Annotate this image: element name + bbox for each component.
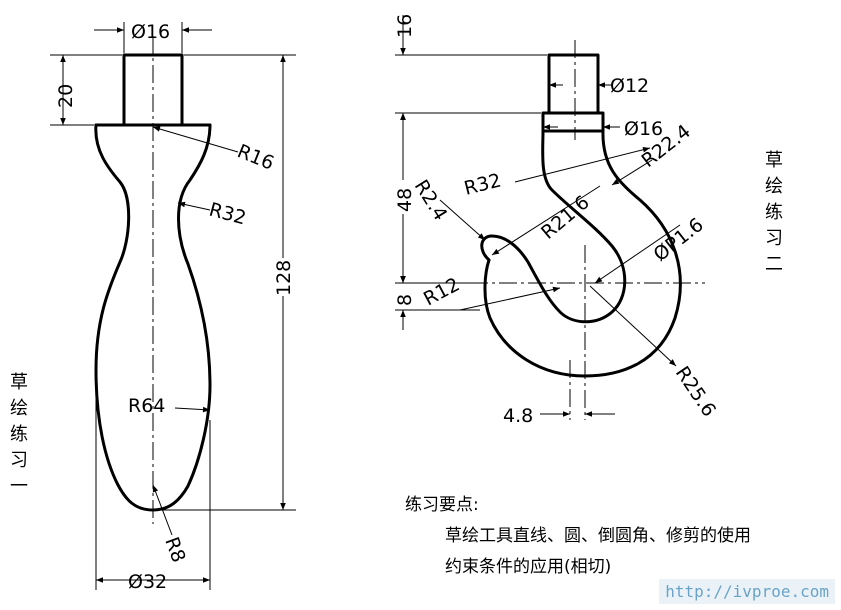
dim-h8: 8 [394,294,416,306]
caption-sketch-exercise-1: 草 绘 练 习 一 [10,372,28,497]
dim-r64: R64 [128,395,165,417]
notes-line-2: 约束条件的应用(相切) [445,557,612,577]
dim-r21-6: R21.6 [537,191,594,244]
handle-drawing: Ø16 20 128 R16 R32 R64 R8 Ø32 [50,21,296,593]
dim-r12: R12 [420,273,463,310]
handle-neck [122,53,184,127]
dim-h16: 16 [394,14,416,38]
dim-r32-hook: R32 [462,169,504,199]
dim-r32: R32 [207,199,249,230]
dim-r8: R8 [160,534,189,565]
dim-w4-8: 4.8 [503,405,533,427]
hook-body-outline [483,129,682,378]
watermark-url: http://ivproe.com [659,579,835,604]
hook-shank [547,53,600,115]
dim-dia16: Ø16 [624,118,663,140]
dim-r25-6: R25.6 [671,362,720,420]
dim-top-diameter: Ø16 [131,21,170,43]
dim-top-height: 20 [55,84,77,108]
dim-r16: R16 [234,140,277,174]
exercise-notes: 练习要点: 草绘工具直线、圆、倒圆角、修剪的使用 约束条件的应用(相切) [405,490,751,577]
caption-sketch-exercise-2: 草 绘 练 习 二 [765,150,783,275]
dim-total-height: 128 [273,260,295,296]
dim-bottom-diameter: Ø32 [128,571,167,593]
dim-r2-4: R2.4 [410,176,452,224]
dim-h48: 48 [394,188,416,212]
hook-drawing: 16 Ø12 Ø16 R32 R22.4 48 R2.4 R21.6 ØP1.6… [394,14,720,427]
notes-line-1: 草绘工具直线、圆、倒圆角、修剪的使用 [445,526,751,546]
notes-title: 练习要点: [405,495,479,515]
dim-dia12: Ø12 [610,75,649,97]
handle-body-outline [94,123,212,512]
